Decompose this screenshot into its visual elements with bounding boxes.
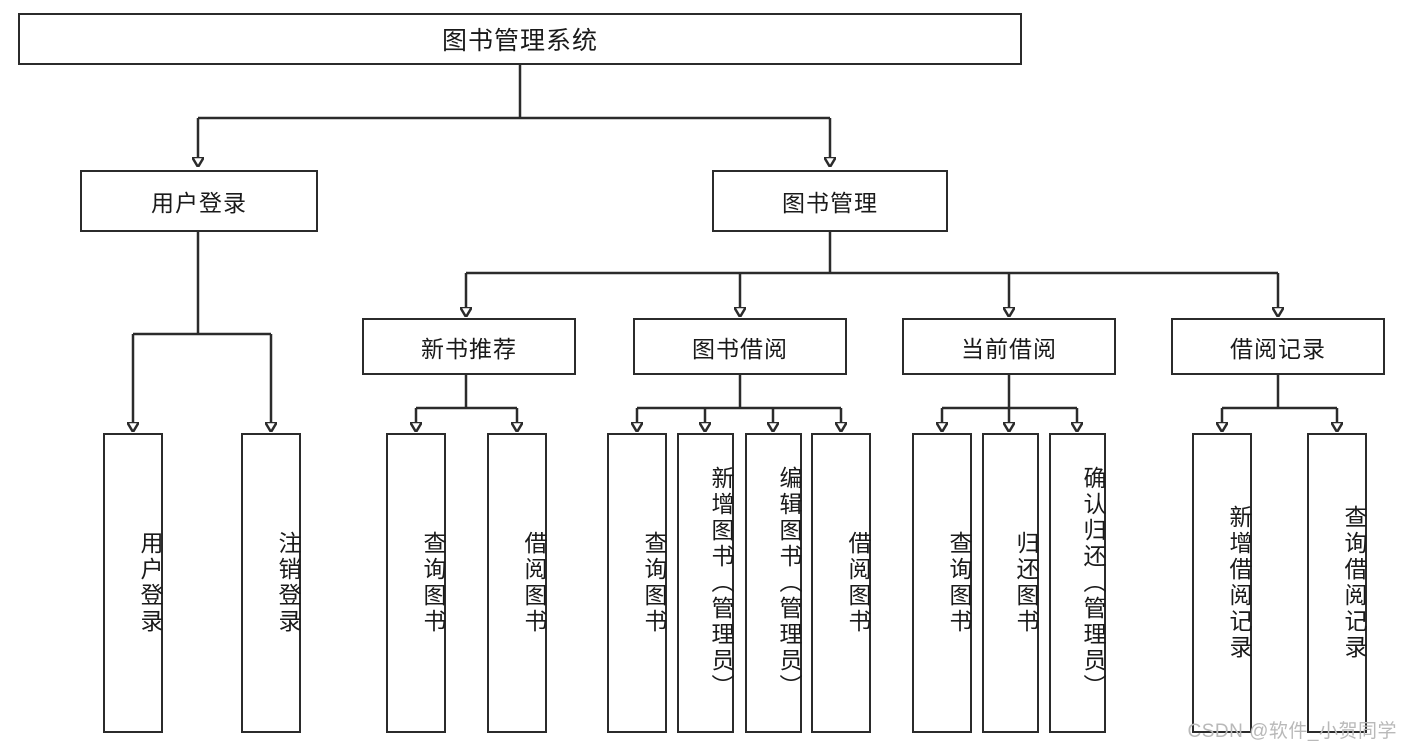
node-label: 图书管理系统 bbox=[441, 27, 598, 55]
node-book-borrow[interactable]: 图书借阅 bbox=[633, 318, 847, 375]
leaf-logout-login[interactable]: 注销登录 bbox=[241, 433, 301, 733]
node-user-login[interactable]: 用户登录 bbox=[80, 170, 318, 232]
watermark-text: CSDN @软件_小贺同学 bbox=[1187, 721, 1397, 742]
node-label: 编辑图书（管理员） bbox=[776, 466, 802, 700]
node-borrow-record[interactable]: 借阅记录 bbox=[1171, 318, 1385, 375]
node-label: 归还图书 bbox=[1013, 531, 1039, 635]
leaf-query-record[interactable]: 查询借阅记录 bbox=[1307, 433, 1367, 733]
leaf-confirm-return[interactable]: 确认归还（管理员） bbox=[1049, 433, 1106, 733]
leaf-query-book-3[interactable]: 查询图书 bbox=[912, 433, 972, 733]
node-label: 查询图书 bbox=[946, 531, 972, 635]
node-label: 新书推荐 bbox=[421, 335, 517, 362]
node-label: 查询借阅记录 bbox=[1341, 505, 1367, 661]
node-label: 查询图书 bbox=[420, 531, 446, 635]
node-label: 新增图书（管理员） bbox=[708, 466, 734, 700]
leaf-query-book-2[interactable]: 查询图书 bbox=[607, 433, 667, 733]
leaf-query-book-1[interactable]: 查询图书 bbox=[386, 433, 446, 733]
node-label: 查询图书 bbox=[641, 531, 667, 635]
node-label: 注销登录 bbox=[275, 531, 301, 635]
leaf-user-login[interactable]: 用户登录 bbox=[103, 433, 163, 733]
node-label: 用户登录 bbox=[137, 531, 163, 635]
node-label: 借阅图书 bbox=[845, 531, 871, 635]
node-label: 借阅图书 bbox=[521, 531, 547, 635]
node-root-book-management-system[interactable]: 图书管理系统 bbox=[18, 13, 1022, 65]
leaf-add-record[interactable]: 新增借阅记录 bbox=[1192, 433, 1252, 733]
node-label: 借阅记录 bbox=[1230, 335, 1326, 362]
node-label: 图书管理 bbox=[782, 190, 878, 216]
leaf-borrow-book-1[interactable]: 借阅图书 bbox=[487, 433, 547, 733]
node-label: 用户登录 bbox=[151, 190, 247, 216]
node-new-book-recommend[interactable]: 新书推荐 bbox=[362, 318, 576, 375]
node-label: 当前借阅 bbox=[961, 335, 1057, 362]
node-book-management[interactable]: 图书管理 bbox=[712, 170, 948, 232]
node-current-borrow[interactable]: 当前借阅 bbox=[902, 318, 1116, 375]
node-label: 新增借阅记录 bbox=[1226, 505, 1252, 661]
node-label: 图书借阅 bbox=[692, 335, 788, 362]
node-label: 确认归还（管理员） bbox=[1080, 466, 1106, 700]
leaf-return-book[interactable]: 归还图书 bbox=[982, 433, 1039, 733]
leaf-add-book[interactable]: 新增图书（管理员） bbox=[677, 433, 734, 733]
leaf-edit-book[interactable]: 编辑图书（管理员） bbox=[745, 433, 802, 733]
leaf-borrow-book-2[interactable]: 借阅图书 bbox=[811, 433, 871, 733]
